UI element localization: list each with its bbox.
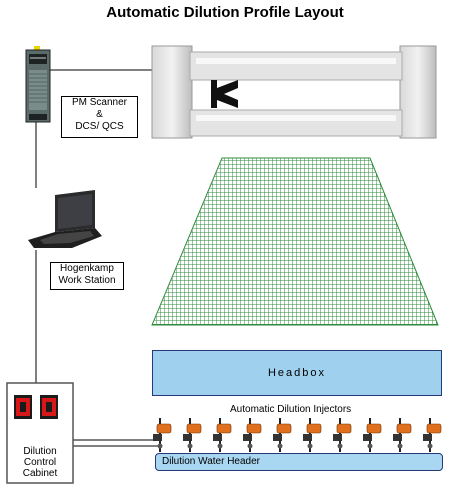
page-title: Automatic Dilution Profile Layout <box>106 4 344 21</box>
injector-icon <box>363 418 382 452</box>
forming-wire-icon <box>151 157 439 326</box>
injector-icon <box>333 418 352 452</box>
pm-scanner-label-line-2: & <box>96 109 103 120</box>
workstation-label: Hogenkamp Work Station <box>50 262 124 290</box>
injector-icon <box>303 418 322 452</box>
dilution-water-header: Dilution Water Header <box>155 453 443 471</box>
injector-icon <box>153 418 172 452</box>
server-tower-icon <box>25 46 51 123</box>
cabinet-label-line-2: Control <box>23 457 57 468</box>
cabinet-label-line-3: Cabinet <box>22 468 58 479</box>
laptop-icon <box>28 190 102 248</box>
injector-icon <box>393 418 412 452</box>
pm-scanner-frame-icon <box>151 45 437 139</box>
pm-scanner-label: PM Scanner & DCS/ QCS <box>61 96 138 138</box>
injectors-label: Automatic Dilution Injectors <box>230 404 352 415</box>
headbox: Headbox <box>152 350 442 396</box>
pm-scanner-label-line-3: DCS/ QCS <box>75 121 124 132</box>
workstation-label-line-1: Hogenkamp <box>60 263 114 274</box>
workstation-label-line-2: Work Station <box>58 275 116 286</box>
injector-icon <box>273 418 292 452</box>
cabinet-label-line-1: Dilution <box>23 446 57 457</box>
scanner-head-icon <box>211 80 238 108</box>
injector-icon <box>183 418 202 452</box>
cabinet-label: Dilution Control Cabinet <box>8 446 72 479</box>
injector-icon <box>213 418 232 452</box>
pm-scanner-label-line-1: PM Scanner <box>71 97 128 108</box>
injector-icon <box>243 418 262 452</box>
injector-icon <box>423 418 442 452</box>
injector-row <box>153 418 442 452</box>
